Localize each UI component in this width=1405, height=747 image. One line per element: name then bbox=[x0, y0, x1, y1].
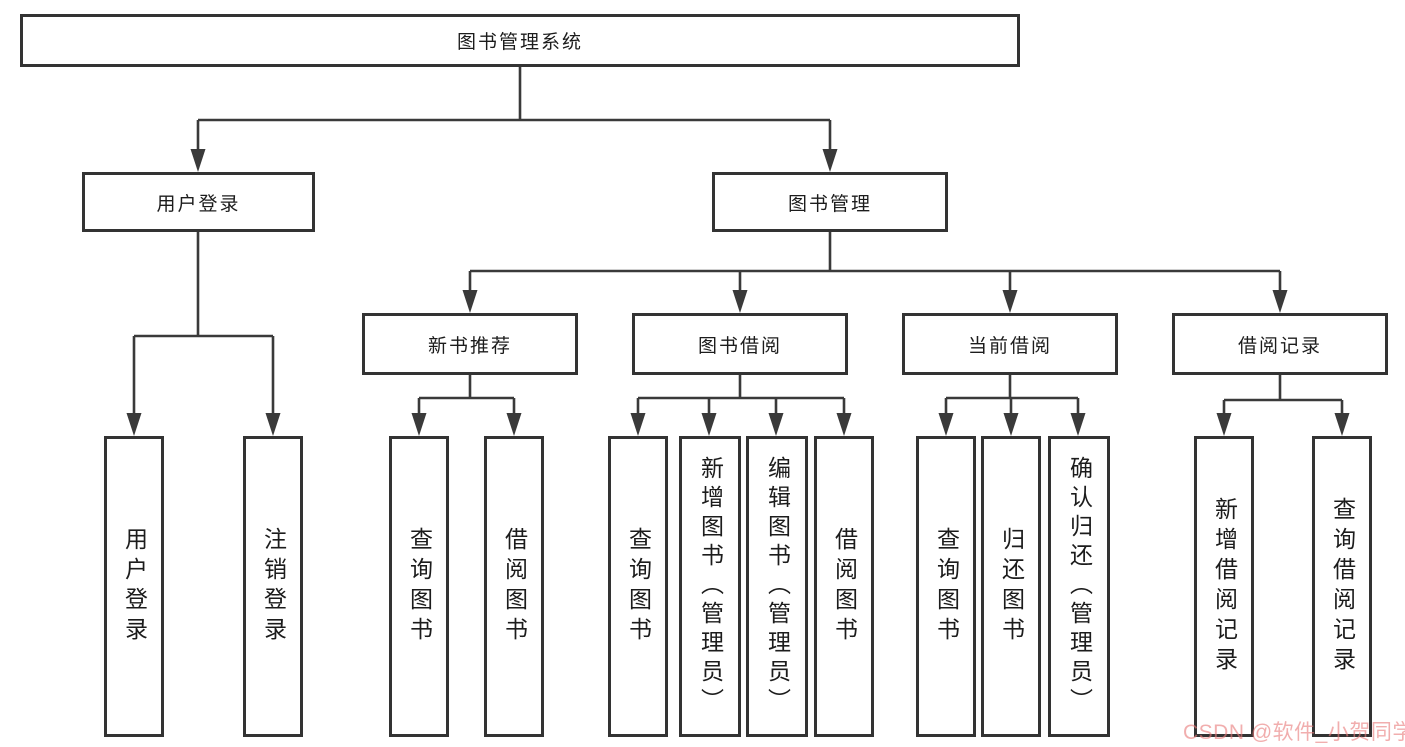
arrow-icon bbox=[768, 413, 784, 436]
connector-borrowing-records bbox=[1222, 375, 1344, 418]
arrow-icon bbox=[822, 149, 838, 172]
leaf-logout: 注销登录 bbox=[243, 436, 303, 737]
connector-book-borrowing bbox=[636, 375, 846, 418]
leaf-query-books-borrowing: 查询图书 bbox=[608, 436, 668, 737]
leaf-query-books-recommendation: 查询图书 bbox=[389, 436, 449, 737]
leaf-edit-books-admin: 编辑图书（管理员） bbox=[746, 436, 808, 737]
node-library-management-system: 图书管理系统 bbox=[20, 14, 1020, 67]
arrow-icon bbox=[1216, 413, 1232, 436]
node-book-management: 图书管理 bbox=[712, 172, 948, 232]
leaf-confirm-return-admin: 确认归还（管理员） bbox=[1048, 436, 1110, 737]
arrow-icon bbox=[1272, 290, 1288, 313]
arrow-icon bbox=[630, 413, 646, 436]
node-current-borrowing: 当前借阅 bbox=[902, 313, 1118, 375]
arrow-icon bbox=[836, 413, 852, 436]
arrow-icon bbox=[732, 290, 748, 313]
node-user-login: 用户登录 bbox=[82, 172, 315, 232]
arrow-icon bbox=[462, 290, 478, 313]
connector-book-management bbox=[468, 232, 1282, 294]
node-book-borrowing: 图书借阅 bbox=[632, 313, 848, 375]
arrow-icon bbox=[1002, 290, 1018, 313]
node-new-book-recommendation: 新书推荐 bbox=[362, 313, 578, 375]
connector-current-borrowing bbox=[944, 375, 1080, 418]
arrow-icon bbox=[190, 149, 206, 172]
leaf-return-books: 归还图书 bbox=[981, 436, 1041, 737]
leaf-query-borrow-record: 查询借阅记录 bbox=[1312, 436, 1372, 737]
arrow-icon bbox=[126, 413, 142, 436]
leaf-query-books-current: 查询图书 bbox=[916, 436, 976, 737]
leaf-add-borrow-record: 新增借阅记录 bbox=[1194, 436, 1254, 737]
arrow-icon bbox=[938, 413, 954, 436]
connector-root bbox=[196, 67, 832, 152]
arrow-icon bbox=[506, 413, 522, 436]
arrow-icon bbox=[701, 413, 717, 436]
leaf-add-books-admin: 新增图书（管理员） bbox=[679, 436, 741, 737]
arrow-icon bbox=[1070, 413, 1086, 436]
csdn-watermark: CSDN @软件_小贺同学 bbox=[1183, 721, 1405, 744]
arrow-icon bbox=[265, 413, 281, 436]
connector-new-book-recommendation bbox=[417, 375, 516, 418]
node-borrowing-records: 借阅记录 bbox=[1172, 313, 1388, 375]
arrow-icon bbox=[411, 413, 427, 436]
arrow-icon bbox=[1003, 413, 1019, 436]
connector-user-login bbox=[132, 232, 275, 418]
arrow-icon bbox=[1334, 413, 1350, 436]
leaf-borrow-books-recommendation: 借阅图书 bbox=[484, 436, 544, 737]
arrowheads bbox=[126, 149, 1350, 436]
leaf-borrow-books-borrowing: 借阅图书 bbox=[814, 436, 874, 737]
leaf-user-login: 用户登录 bbox=[104, 436, 164, 737]
